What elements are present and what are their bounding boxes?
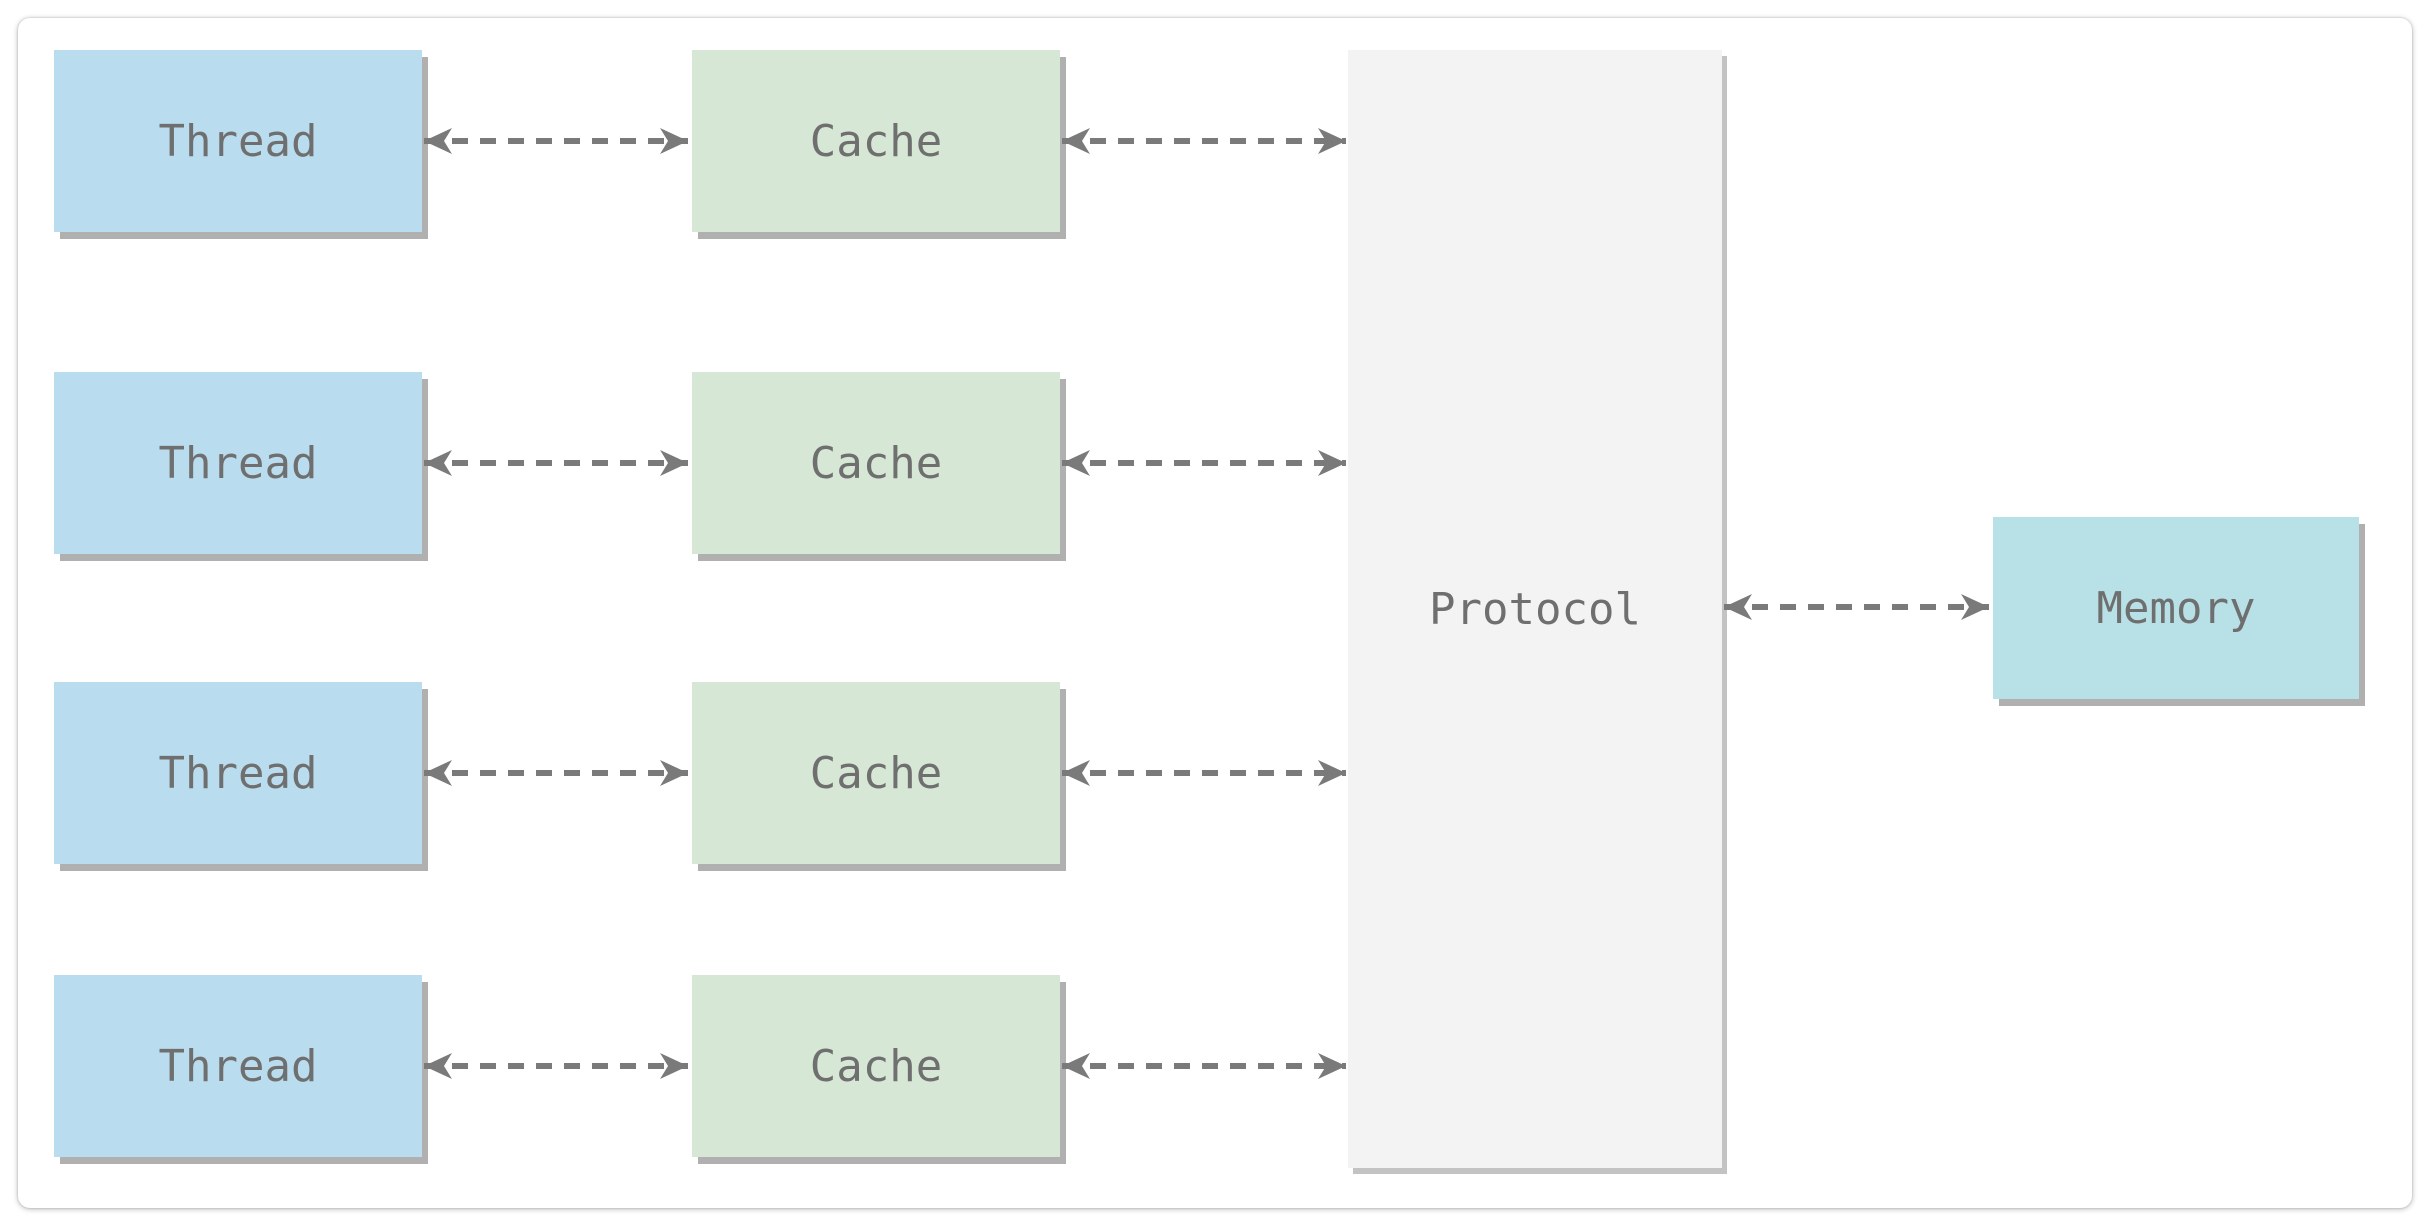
- protocol-label: Protocol: [1429, 583, 1641, 635]
- thread-box-2: Thread: [54, 372, 422, 554]
- cache-box-2: Cache: [692, 372, 1060, 554]
- thread-label: Thread: [158, 747, 318, 799]
- cache-box-3: Cache: [692, 682, 1060, 864]
- thread-box-3: Thread: [54, 682, 422, 864]
- thread-label: Thread: [158, 1040, 318, 1092]
- cache-label: Cache: [809, 1040, 943, 1092]
- cache-box-4: Cache: [692, 975, 1060, 1157]
- thread-label: Thread: [158, 115, 318, 167]
- thread-label: Thread: [158, 437, 318, 489]
- thread-box-4: Thread: [54, 975, 422, 1157]
- cache-label: Cache: [809, 747, 943, 799]
- memory-box: Memory: [1993, 517, 2359, 699]
- cache-label: Cache: [809, 437, 943, 489]
- thread-box-1: Thread: [54, 50, 422, 232]
- protocol-box: Protocol: [1348, 50, 1722, 1168]
- memory-label: Memory: [2096, 582, 2256, 634]
- cache-label: Cache: [809, 115, 943, 167]
- cache-box-1: Cache: [692, 50, 1060, 232]
